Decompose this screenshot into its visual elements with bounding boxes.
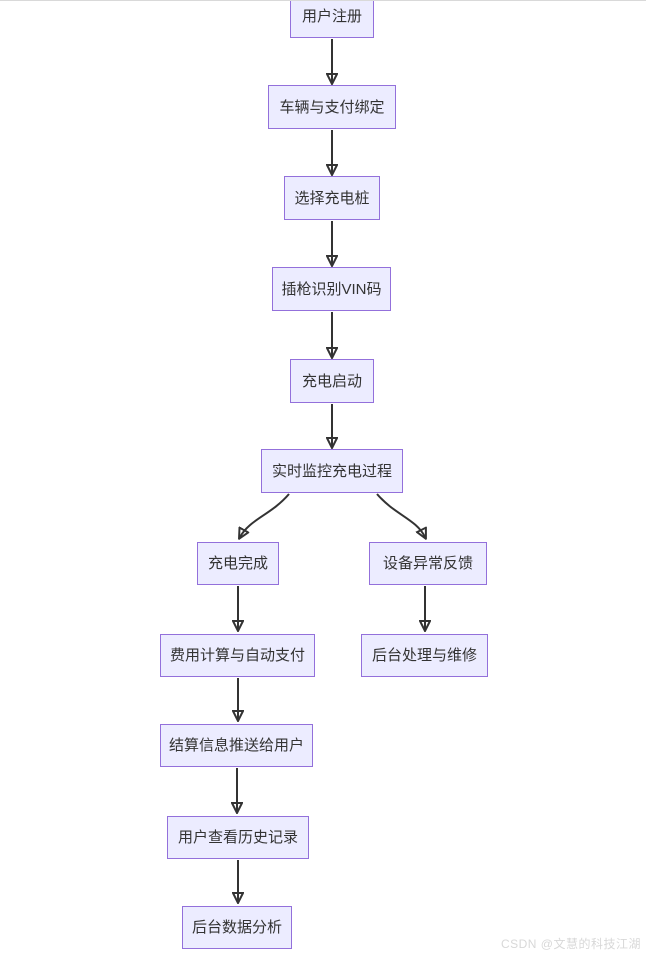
flow-node-select-charging-pile: 选择充电桩 bbox=[284, 176, 380, 220]
edge-monitoring-to-abnormal bbox=[376, 493, 425, 537]
edge-monitoring-to-complete bbox=[240, 493, 290, 537]
flow-node-vehicle-payment-binding: 车辆与支付绑定 bbox=[268, 85, 396, 129]
flow-node-charging-complete: 充电完成 bbox=[197, 542, 279, 585]
csdn-watermark: CSDN @文慧的科技江湖 bbox=[500, 937, 641, 951]
flow-node-user-register: 用户注册 bbox=[290, 1, 374, 38]
flow-node-settlement-push-to-user: 结算信息推送给用户 bbox=[160, 724, 313, 767]
flow-node-realtime-monitoring: 实时监控充电过程 bbox=[261, 449, 403, 493]
flow-node-backend-data-analysis: 后台数据分析 bbox=[182, 906, 292, 949]
flow-node-device-abnormal-feedback: 设备异常反馈 bbox=[369, 542, 487, 585]
flow-node-backend-processing-maintenance: 后台处理与维修 bbox=[361, 634, 488, 677]
flow-node-fee-calc-auto-payment: 费用计算与自动支付 bbox=[160, 634, 315, 677]
flow-node-plug-in-vin-recognition: 插枪识别VIN码 bbox=[272, 267, 391, 311]
flow-node-user-view-history: 用户查看历史记录 bbox=[167, 816, 309, 859]
flow-node-charging-start: 充电启动 bbox=[290, 359, 374, 403]
